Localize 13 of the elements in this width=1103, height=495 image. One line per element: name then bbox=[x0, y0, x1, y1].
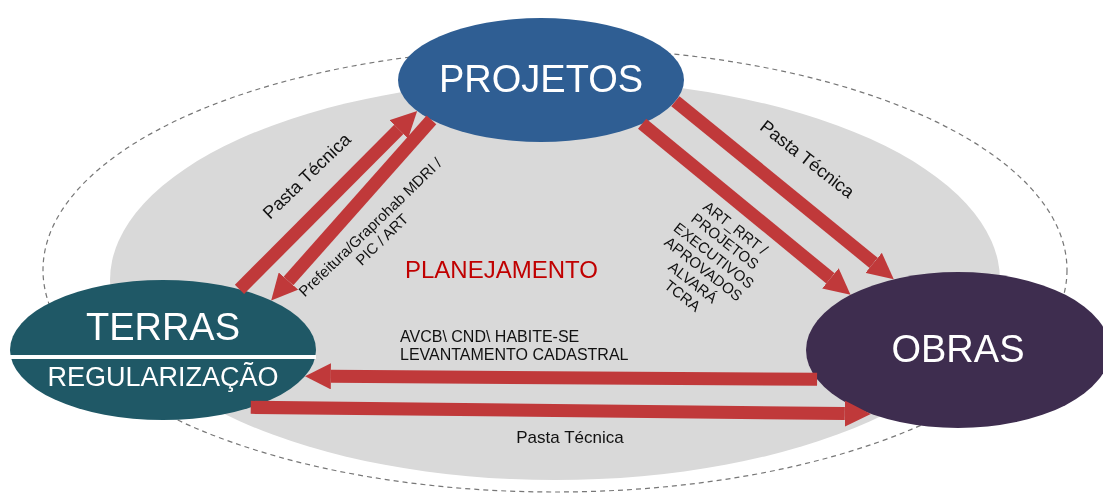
planning-label: PLANEJAMENTO bbox=[405, 256, 598, 284]
arrow bbox=[234, 111, 418, 294]
edge-label: Pasta Técnica bbox=[515, 428, 625, 448]
arrow bbox=[271, 115, 437, 301]
arrow bbox=[250, 400, 871, 427]
node-title: OBRAS bbox=[891, 329, 1025, 371]
arrow bbox=[638, 118, 851, 295]
node-title: REGULARIZAÇÃO bbox=[47, 363, 279, 393]
edge-label: AVCB\ CND\ HABITE-SE LEVANTAMENTO CADASTRAL bbox=[400, 328, 630, 365]
node-title: PROJETOS bbox=[438, 59, 644, 101]
arrow bbox=[671, 96, 894, 280]
arrow bbox=[304, 363, 818, 390]
node-title: TERRAS bbox=[85, 307, 241, 350]
